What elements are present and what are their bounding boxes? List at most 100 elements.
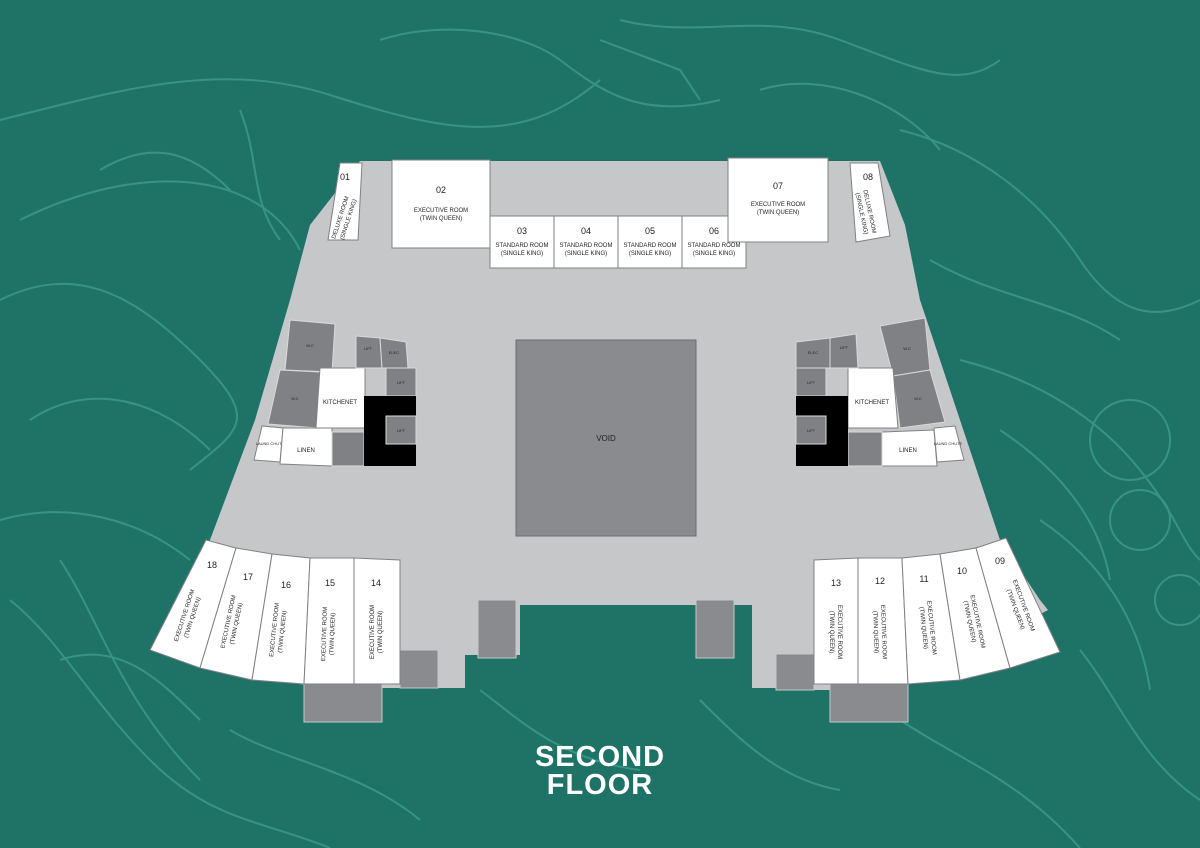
room-label: STANDARD ROOM [688, 243, 741, 249]
room-label: (SINGLE KING) [693, 251, 735, 257]
room-10[interactable]: 10 EXECUTIVE ROOM (TWIN QUEEN) [939, 547, 1011, 681]
east-kitchenet [847, 367, 899, 429]
room-label: EXECUTIVE ROOM [836, 605, 842, 659]
column-block [399, 649, 439, 689]
room-label: LIFT [364, 346, 373, 351]
room-label: (TWIN QUEEN) [918, 607, 928, 650]
room-label: 18 [207, 560, 217, 570]
room-shape [489, 215, 555, 269]
west-core: W.C W.C KITCHENET LAUND CHUTE LINEN LIFT… [253, 319, 417, 467]
room-14[interactable]: 14 EXECUTIVE ROOM (TWIN QUEEN) [353, 557, 401, 685]
room-03[interactable]: 03 STANDARD ROOM (SINGLE KING) [489, 215, 555, 269]
room-09[interactable]: 09 EXECUTIVE ROOM (TWIN QUEEN) [975, 537, 1061, 669]
west-kitchenet [315, 367, 366, 429]
east-shaft [847, 431, 883, 467]
room-label: ELEC [389, 350, 400, 355]
room-label: LAUND CHUTE [934, 441, 963, 446]
room-12[interactable]: 12 EXECUTIVE ROOM (TWIN QUEEN) [857, 557, 909, 685]
room-shape [813, 557, 859, 685]
room-label: EXECUTIVE ROOM [370, 605, 376, 659]
room-label: LIFT [397, 380, 406, 385]
room-04[interactable]: 04 STANDARD ROOM (SINGLE KING) [553, 215, 619, 269]
room-label: 14 [371, 578, 381, 588]
balcony-block [303, 683, 383, 723]
room-15[interactable]: 15 EXECUTIVE ROOM (TWIN QUEEN) [303, 557, 355, 685]
room-shape [553, 215, 619, 269]
room-label: W.C [291, 396, 299, 401]
room-label: 05 [645, 226, 655, 236]
east-lift-a [829, 333, 859, 369]
room-label: (SINGLE KING) [629, 251, 671, 257]
east-lift-c [795, 415, 827, 445]
room-label: KITCHENET [855, 400, 889, 406]
room-label: EXECUTIVE ROOM [751, 202, 805, 208]
room-label: 16 [281, 580, 291, 590]
room-shape [303, 557, 355, 685]
room-label: KITCHENET [323, 400, 357, 406]
room-02[interactable]: 02 EXECUTIVE ROOM (TWIN QUEEN) [391, 159, 491, 249]
floor-title-line1: SECOND [534, 741, 666, 773]
room-label: W.C [306, 343, 314, 348]
room-label: EXECUTIVE ROOM [879, 605, 887, 660]
column-block [775, 653, 815, 691]
room-label: 07 [773, 181, 783, 191]
room-17[interactable]: 17 EXECUTIVE ROOM (TWIN QUEEN) [199, 547, 273, 681]
balcony-block [829, 683, 909, 723]
room-label: 13 [831, 578, 841, 588]
east-laundry [933, 425, 965, 463]
room-label: EXECUTIVE ROOM [925, 601, 937, 656]
room-label: STANDARD ROOM [560, 243, 613, 249]
room-label: STANDARD ROOM [624, 243, 677, 249]
room-label: 04 [581, 226, 591, 236]
west-lift-a [355, 335, 383, 369]
room-shape [849, 162, 891, 243]
west-linen [279, 427, 333, 467]
room-05[interactable]: 05 STANDARD ROOM (SINGLE KING) [617, 215, 683, 269]
room-label: W.C [903, 346, 911, 351]
room-label: (TWIN QUEEN) [871, 611, 878, 654]
room-label: 02 [436, 185, 446, 195]
room-label: STANDARD ROOM [496, 243, 549, 249]
room-label: LIFT [807, 428, 816, 433]
room-label: (TWIN QUEEN) [329, 613, 336, 656]
column-block [477, 599, 517, 659]
void-label: VOID [596, 434, 616, 443]
room-shape [327, 162, 363, 241]
room-label: 01 [340, 172, 350, 182]
room-18[interactable]: 18 EXECUTIVE ROOM (TWIN QUEEN) [149, 539, 237, 669]
room-label: (TWIN QUEEN) [757, 210, 799, 216]
room-01[interactable]: 01 DELUXE ROOM (SINGLE KING) [327, 162, 363, 241]
room-label: LIFT [840, 345, 849, 350]
room-shape [727, 157, 829, 243]
room-label: LIFT [807, 380, 816, 385]
west-shaft [331, 431, 365, 467]
room-label: LINEN [899, 448, 917, 454]
column-block [695, 599, 735, 659]
room-07[interactable]: 07 EXECUTIVE ROOM (TWIN QUEEN) [727, 157, 829, 243]
room-label: LAUND CHUTE [256, 441, 285, 446]
east-core: W.C W.C KITCHENET LINEN LAUND CHUTE ELEC… [795, 317, 965, 467]
room-label: 08 [863, 172, 873, 182]
east-wc-bottom [892, 369, 946, 429]
contour-lines [0, 19, 1200, 848]
room-13[interactable]: 13 EXECUTIVE ROOM (TWIN QUEEN) [813, 557, 859, 685]
room-label: 03 [517, 226, 527, 236]
room-shape [353, 557, 401, 685]
room-label: (TWIN QUEEN) [828, 611, 834, 653]
room-label: 11 [919, 574, 928, 584]
void-area [515, 339, 697, 537]
floor-title-line2: FLOOR [546, 769, 654, 801]
room-label: 12 [875, 576, 885, 586]
room-label: 09 [995, 556, 1005, 566]
room-label: 06 [709, 226, 719, 236]
west-lift-c [385, 415, 417, 445]
room-label: EXECUTIVE ROOM [414, 208, 468, 214]
room-label: (TWIN QUEEN) [420, 216, 462, 222]
room-label: (TWIN QUEEN) [378, 611, 384, 653]
room-11[interactable]: 11 EXECUTIVE ROOM (TWIN QUEEN) [901, 553, 961, 685]
room-label: (TWIN QUEEN) [278, 611, 288, 654]
room-label: (SINGLE KING) [565, 251, 607, 257]
room-08[interactable]: 08 DELUXE ROOM (SINGLE KING) [849, 162, 891, 243]
